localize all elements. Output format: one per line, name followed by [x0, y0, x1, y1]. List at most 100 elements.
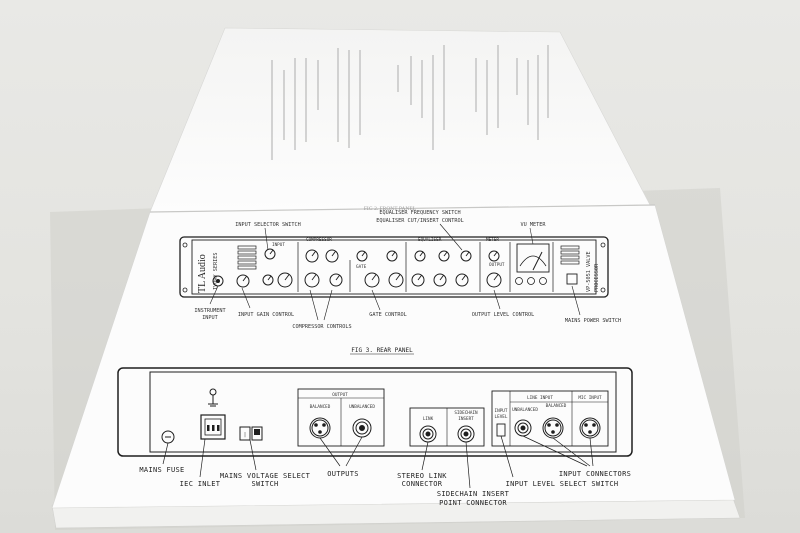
knob-pointer — [493, 274, 499, 281]
knob-icon — [329, 273, 343, 287]
iec-inlet-icon — [200, 414, 226, 440]
upper-page-text-lines — [271, 45, 549, 160]
mains-voltage-label-1: MAINS VOLTAGE SELECT — [220, 472, 311, 480]
equaliser-section-label: EQUALISER — [418, 237, 442, 243]
knob-icon — [433, 273, 447, 287]
front-knobs — [236, 248, 502, 288]
insert-label: INSERT — [458, 416, 474, 422]
knob-icon — [414, 250, 426, 262]
mains-power-label: MAINS POWER SWITCH — [565, 318, 621, 324]
output-label: OUTPUT — [332, 392, 348, 398]
mains-fuse-label: MAINS FUSE — [139, 466, 184, 474]
knob-pointer — [361, 251, 366, 257]
knob-pointer — [371, 274, 377, 281]
lower-page — [51, 204, 736, 509]
left-vent-slots — [237, 245, 257, 270]
stereo-link-label-2: CONNECTOR — [402, 480, 443, 488]
knob-pointer — [395, 274, 401, 281]
compressor-section-label: COMPRESSOR — [306, 237, 332, 243]
brand-text: TL Audio — [197, 254, 208, 293]
instrument-input-label-1: INSTRUMENT — [194, 308, 225, 314]
knob-icon — [262, 274, 274, 286]
input-section-label: INPUT — [272, 242, 285, 248]
output-section-label: OUTPUT — [489, 262, 505, 268]
knob-icon — [438, 250, 450, 262]
knob-icon — [264, 248, 276, 260]
model-text-1: VP-5051 VALVE — [586, 251, 592, 292]
knob-icon — [486, 272, 502, 288]
inputs-block — [491, 390, 609, 447]
input-selector-label: INPUT SELECTOR SWITCH — [235, 222, 301, 228]
output-unbalanced-label: UNBALANCED — [349, 404, 375, 410]
sidechain-insert-label-1: SIDECHAIN INSERT — [437, 490, 510, 498]
knob-icon — [364, 272, 380, 288]
knob-icon — [460, 250, 472, 262]
front-panel-figure: FIG 2. FRONT PANEL INPUT SELECTOR SWITCH… — [179, 206, 621, 330]
rear-panel-face — [149, 371, 617, 453]
ground-icon — [208, 388, 218, 407]
output-balanced-label: BALANCED — [310, 404, 331, 410]
front-panel-caption: FIG 2. FRONT PANEL — [364, 206, 417, 212]
jack-output-icon — [352, 418, 372, 438]
compressor-controls-label: COMPRESSOR CONTROLS — [292, 324, 351, 330]
knob-pointer — [267, 275, 272, 281]
knob-icon — [305, 249, 319, 263]
knob-icon — [304, 272, 320, 288]
knob-pointer — [417, 274, 422, 281]
mic-input-label: MIC INPUT — [578, 395, 602, 401]
sidechain-label: SIDECHAIN — [454, 410, 478, 416]
model-text-2: PROCESSOR — [594, 263, 600, 292]
knob-pointer — [284, 274, 290, 281]
right-vent-slots — [560, 245, 580, 265]
knob-icon — [455, 273, 469, 287]
voltage-select-switch-icon: | — [239, 426, 263, 441]
rear-panel-caption: FIG 3. REAR PANEL — [351, 347, 413, 354]
rear-rack-outline — [117, 367, 633, 457]
front-rack-outline — [179, 236, 609, 298]
input-level-select-label: INPUT LEVEL SELECT SWITCH — [506, 480, 619, 488]
iec-inlet-label: IEC INLET — [180, 480, 221, 488]
front-panel-face — [191, 239, 597, 295]
knob-pointer — [335, 274, 340, 281]
knob-pointer — [311, 250, 316, 257]
output-level-label: OUTPUT LEVEL CONTROL — [472, 312, 534, 318]
knob-icon — [325, 249, 339, 263]
knob-pointer — [465, 251, 470, 257]
stereo-link-label-1: STEREO LINK — [397, 472, 447, 480]
knob-pointer — [419, 251, 424, 257]
power-switch-icon — [566, 273, 578, 285]
knob-pointer — [391, 251, 396, 257]
knob-pointer — [311, 274, 317, 281]
link-label: LINK — [423, 416, 434, 422]
line-unbalanced-label: UNBALANCED — [512, 407, 538, 413]
knob-icon — [411, 273, 425, 287]
ivory-series-text: IVORY SERIES — [213, 253, 219, 290]
line-balanced-label: BALANCED — [546, 403, 567, 409]
knob-icon — [236, 274, 250, 288]
meter-section-label: METER — [486, 237, 499, 243]
mains-voltage-label-2: SWITCH — [251, 480, 278, 488]
knob-pointer — [269, 249, 274, 255]
knob-pointer — [242, 275, 247, 282]
knob-icon — [388, 272, 404, 288]
vu-meter-label: VU METER — [521, 222, 547, 228]
input-gain-label: INPUT GAIN CONTROL — [238, 312, 294, 318]
knob-icon — [356, 250, 368, 262]
input-level-label-1: INPUT — [495, 408, 508, 414]
knob-pointer — [439, 274, 444, 281]
gate-control-label: GATE CONTROL — [369, 312, 406, 318]
knob-icon — [386, 250, 398, 262]
input-connectors-label: INPUT CONNECTORS — [559, 470, 631, 478]
instrument-input-label-2: INPUT — [202, 315, 218, 321]
knob-pointer — [443, 251, 448, 257]
eq-frequency-label: EQUALISER FREQUENCY SWITCH — [379, 210, 460, 216]
knob-pointer — [461, 274, 466, 281]
knob-pointer — [493, 251, 498, 257]
outputs-label: OUTPUTS — [327, 470, 359, 478]
input-level-label-2: LEVEL — [495, 414, 508, 420]
knob-icon — [488, 250, 500, 262]
eq-cut-insert-label: EQUALISER CUT/INSERT CONTROL — [376, 218, 463, 224]
knob-icon — [277, 272, 293, 288]
